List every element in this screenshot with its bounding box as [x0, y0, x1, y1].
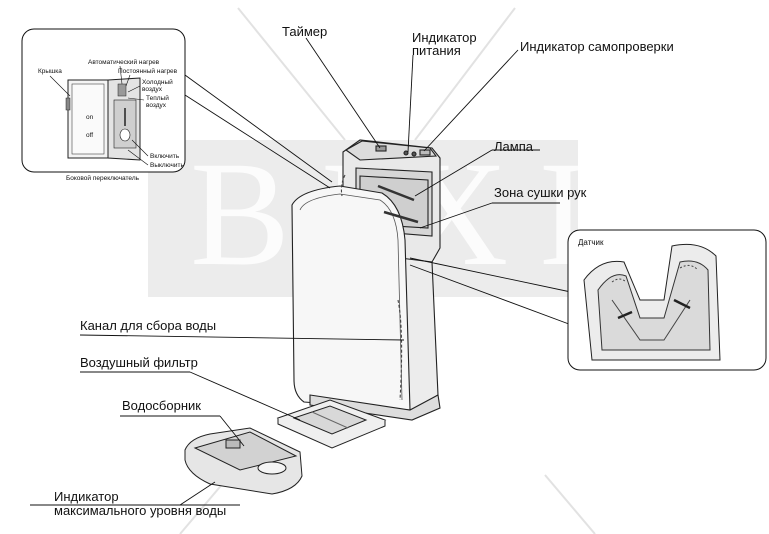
label-lamp: Лампа: [494, 139, 533, 154]
dryer-unit: [291, 139, 441, 421]
label-water-collector: Водосборник: [122, 398, 201, 413]
inset-label-cold-air-2: воздух: [142, 86, 163, 93]
label-selftest-indicator: Индикатор самопроверки: [520, 39, 674, 54]
inset-label-warm-air-2: воздух: [146, 102, 167, 109]
water-collector-part: [184, 427, 303, 495]
inset-label-off: off: [86, 132, 94, 139]
label-air-filter: Воздушный фильтр: [80, 355, 198, 370]
label-power-indicator-2: питания: [412, 43, 461, 58]
inset-label-sensor: Датчик: [578, 238, 604, 247]
inset-panel-box: [21, 28, 186, 173]
watermark-lines: [179, 7, 596, 534]
inset-label-turn-on: Включить: [150, 153, 180, 160]
label-power-indicator-1: Индикатор: [412, 30, 477, 45]
inset-label-turn-off: Выключить: [150, 162, 184, 169]
inset-label-cover: Крышка: [38, 68, 62, 75]
label-drying-zone: Зона сушки рук: [494, 185, 587, 200]
inset-label-on: on: [86, 114, 94, 121]
label-max-level-1: Индикатор: [54, 489, 119, 504]
label-water-channel: Канал для сбора воды: [80, 318, 217, 333]
label-max-level-2: максимального уровня воды: [54, 503, 227, 518]
leader-lines: [30, 37, 586, 506]
inset-label-warm-air-1: Теплый: [146, 95, 169, 102]
inset-sensor-box: [567, 229, 767, 371]
inset-label-cold-air-1: Холодный: [142, 79, 173, 86]
inset-label-const-heat: Постоянный нагрев: [118, 68, 178, 75]
inset-label-side-switch: Боковой переключатель: [66, 175, 139, 182]
label-timer: Таймер: [282, 24, 328, 39]
inset-label-auto-heat: Автоматический нагрев: [88, 59, 160, 66]
air-filter-part: [276, 399, 387, 449]
